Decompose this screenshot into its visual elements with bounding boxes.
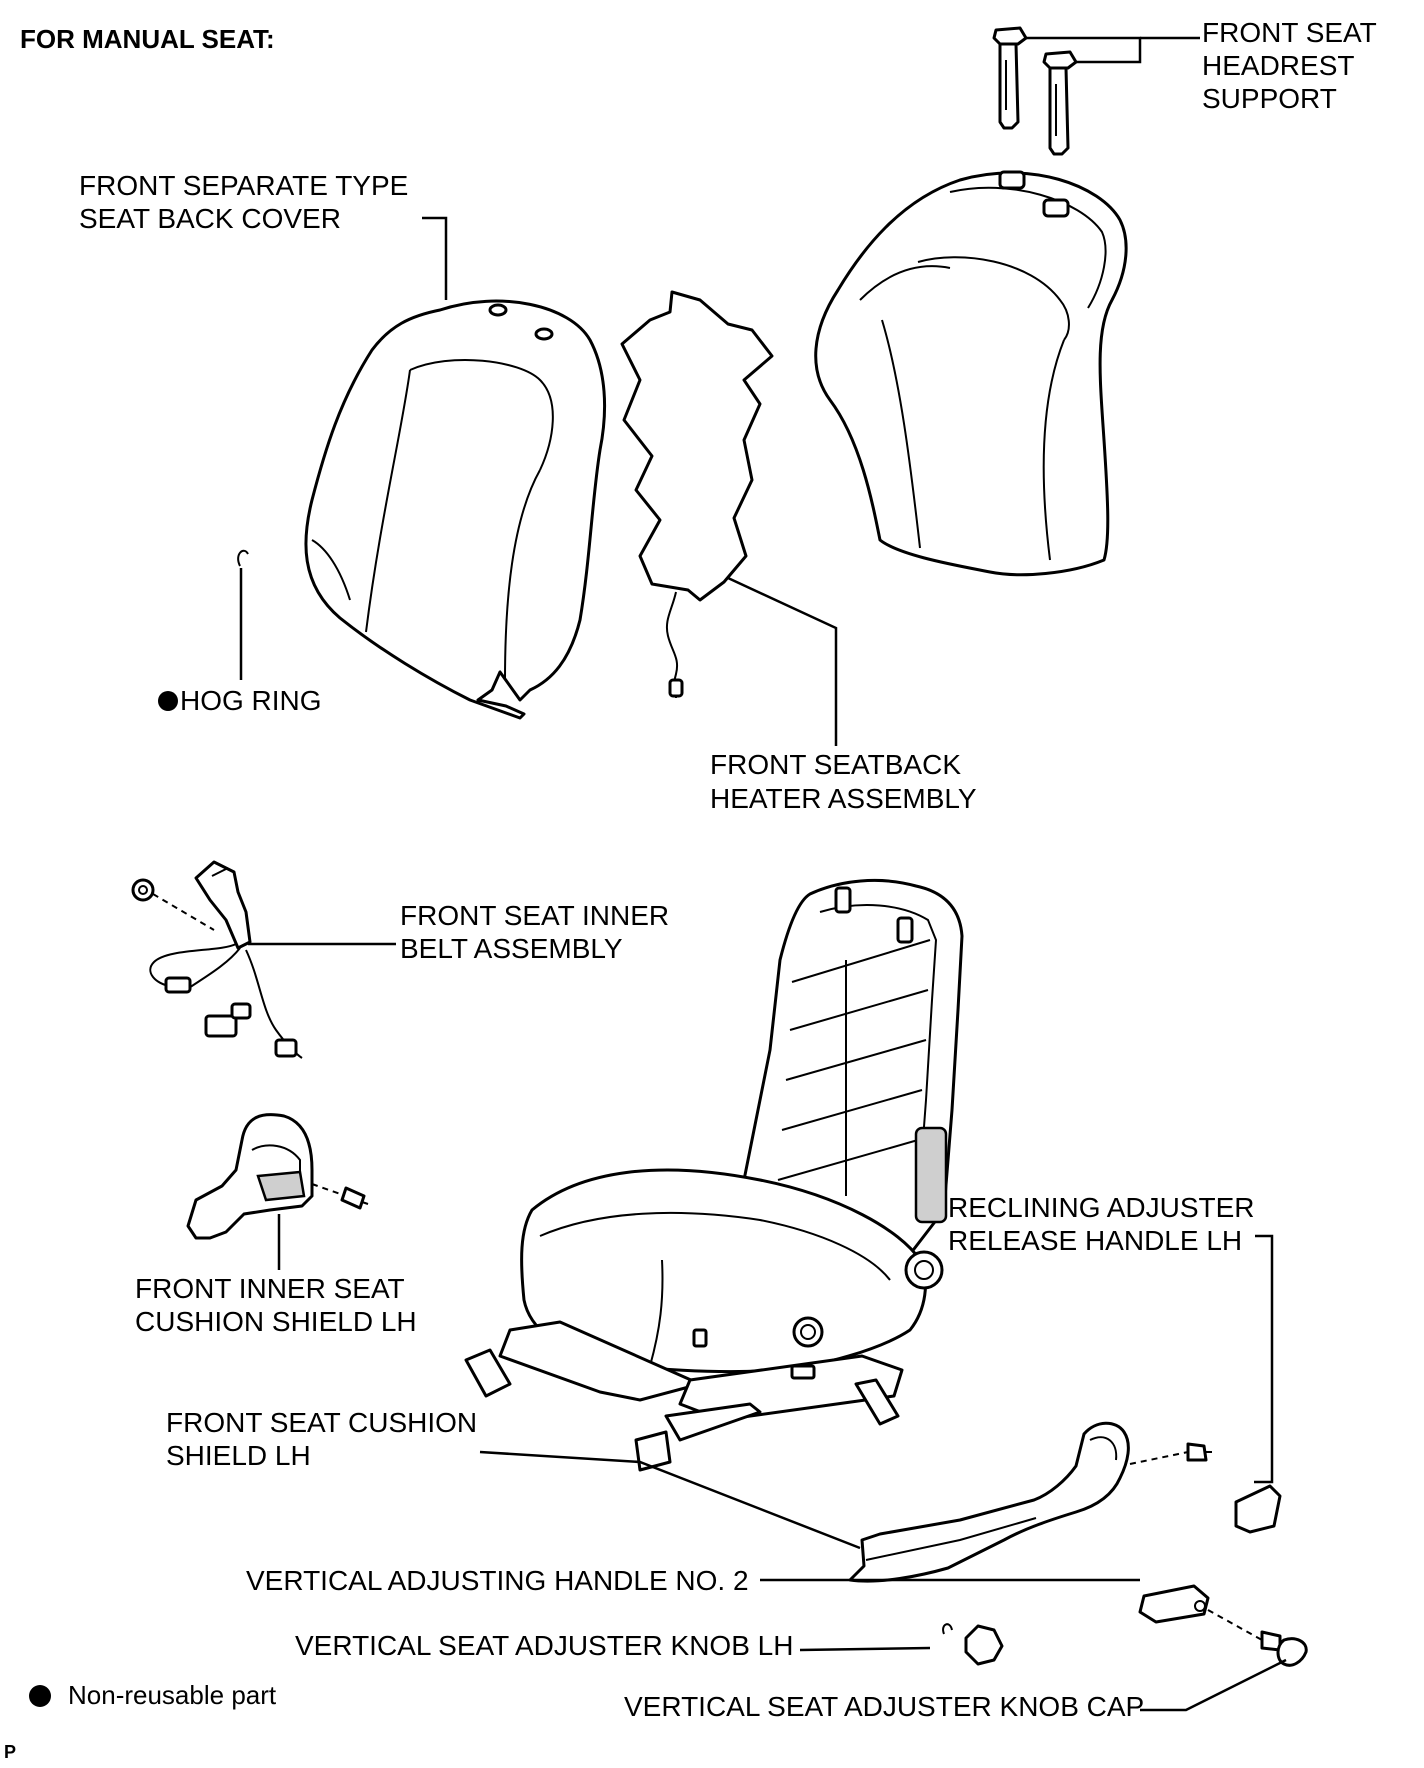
vertical-handle-part	[1138, 1584, 1210, 1624]
reclining-handle-part	[1234, 1484, 1282, 1534]
hog-ring-part	[237, 549, 249, 567]
label-vertical-handle: VERTICAL ADJUSTING HANDLE NO. 2	[246, 1565, 749, 1596]
label-belt-line-2: BELT ASSEMBLY	[400, 933, 623, 964]
label-heater-line-2: HEATER ASSEMBLY	[710, 783, 977, 814]
label-cushion-shield-line-1: FRONT SEAT CUSHION	[166, 1407, 477, 1438]
inner-belt-part	[131, 860, 303, 1059]
label-hog-ring: HOG RING	[180, 685, 322, 716]
headrest-support-part	[992, 26, 1078, 156]
knob-cap-part	[1276, 1637, 1308, 1667]
label-cushion-shield-line-2: SHIELD LH	[166, 1440, 311, 1471]
diagram-title: FOR MANUAL SEAT:	[20, 24, 275, 54]
cushion-shield-part	[848, 1421, 1130, 1583]
knob-cap-leader-line	[1140, 1658, 1287, 1712]
label-inner-shield-line-1: FRONT INNER SEAT	[135, 1273, 405, 1304]
label-heater-line-1: FRONT SEATBACK	[710, 749, 961, 780]
label-inner-shield-line-2: CUSHION SHIELD LH	[135, 1306, 417, 1337]
cushion-shield-screw-icon	[340, 1186, 369, 1210]
label-headrest-line-3: SUPPORT	[1202, 83, 1337, 114]
label-cover-line-1: FRONT SEPARATE TYPE	[79, 170, 408, 201]
inner-cushion-shield-part	[186, 1113, 314, 1240]
label-cover-line-2: SEAT BACK COVER	[79, 203, 341, 234]
headrest-leader-line	[1024, 36, 1142, 64]
legend-bullet-icon	[29, 1685, 51, 1707]
cover-leader-line	[422, 216, 448, 300]
label-belt-line-1: FRONT SEAT INNER	[400, 900, 669, 931]
corner-mark: P	[4, 1742, 16, 1762]
seatback-heater-part	[620, 290, 774, 699]
seat-back-cover-part	[304, 299, 607, 720]
vertical-knob-leader-line	[799, 1646, 931, 1652]
label-headrest-line-2: HEADREST	[1202, 50, 1354, 81]
label-vertical-knob: VERTICAL SEAT ADJUSTER KNOB LH	[295, 1630, 793, 1661]
cushion-shield-screw-icon-2	[1186, 1442, 1212, 1462]
label-reclining-line-1: RECLINING ADJUSTER	[948, 1192, 1255, 1223]
reclining-leader-line	[1254, 1234, 1274, 1484]
label-reclining-line-2: RELEASE HANDLE LH	[948, 1225, 1242, 1256]
heater-leader-line	[727, 576, 838, 746]
label-headrest-line-1: FRONT SEAT	[1202, 17, 1377, 48]
vertical-knob-part	[942, 1623, 1004, 1666]
non-reusable-bullet-icon	[158, 691, 178, 711]
seat-back-assembly-part	[814, 170, 1128, 577]
legend-text: Non-reusable part	[68, 1680, 277, 1710]
label-knob-cap: VERTICAL SEAT ADJUSTER KNOB CAP	[624, 1691, 1144, 1722]
cushion-shield-leader-line	[479, 1450, 861, 1550]
seat-frame-cushion-part	[464, 878, 964, 1472]
